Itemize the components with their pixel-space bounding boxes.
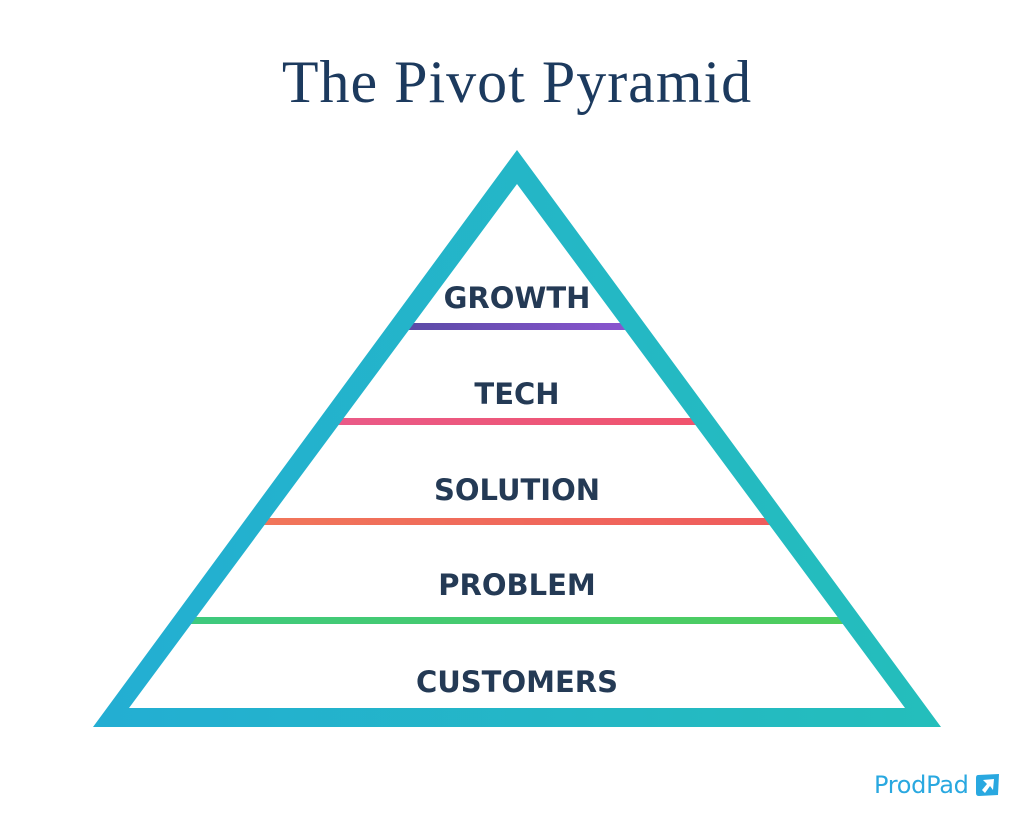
brand-logo: ProdPad — [874, 768, 1001, 802]
layer-label-problem: PROBLEM — [438, 568, 596, 602]
brand-name: ProdPad — [874, 771, 969, 799]
divider-growth-tech — [404, 323, 630, 330]
layer-label-growth: GROWTH — [443, 281, 591, 315]
prodpad-arrow-logo-icon — [975, 774, 999, 796]
divider-problem-customers — [188, 617, 846, 624]
pyramid-frame — [93, 150, 941, 727]
layer-label-customers: CUSTOMERS — [415, 665, 619, 699]
page-title: The Pivot Pyramid — [281, 49, 753, 115]
layer-label-tech: TECH — [474, 377, 560, 411]
divider-solution-problem — [262, 518, 772, 525]
divider-tech-solution — [334, 418, 700, 425]
layer-label-solution: SOLUTION — [433, 473, 601, 507]
